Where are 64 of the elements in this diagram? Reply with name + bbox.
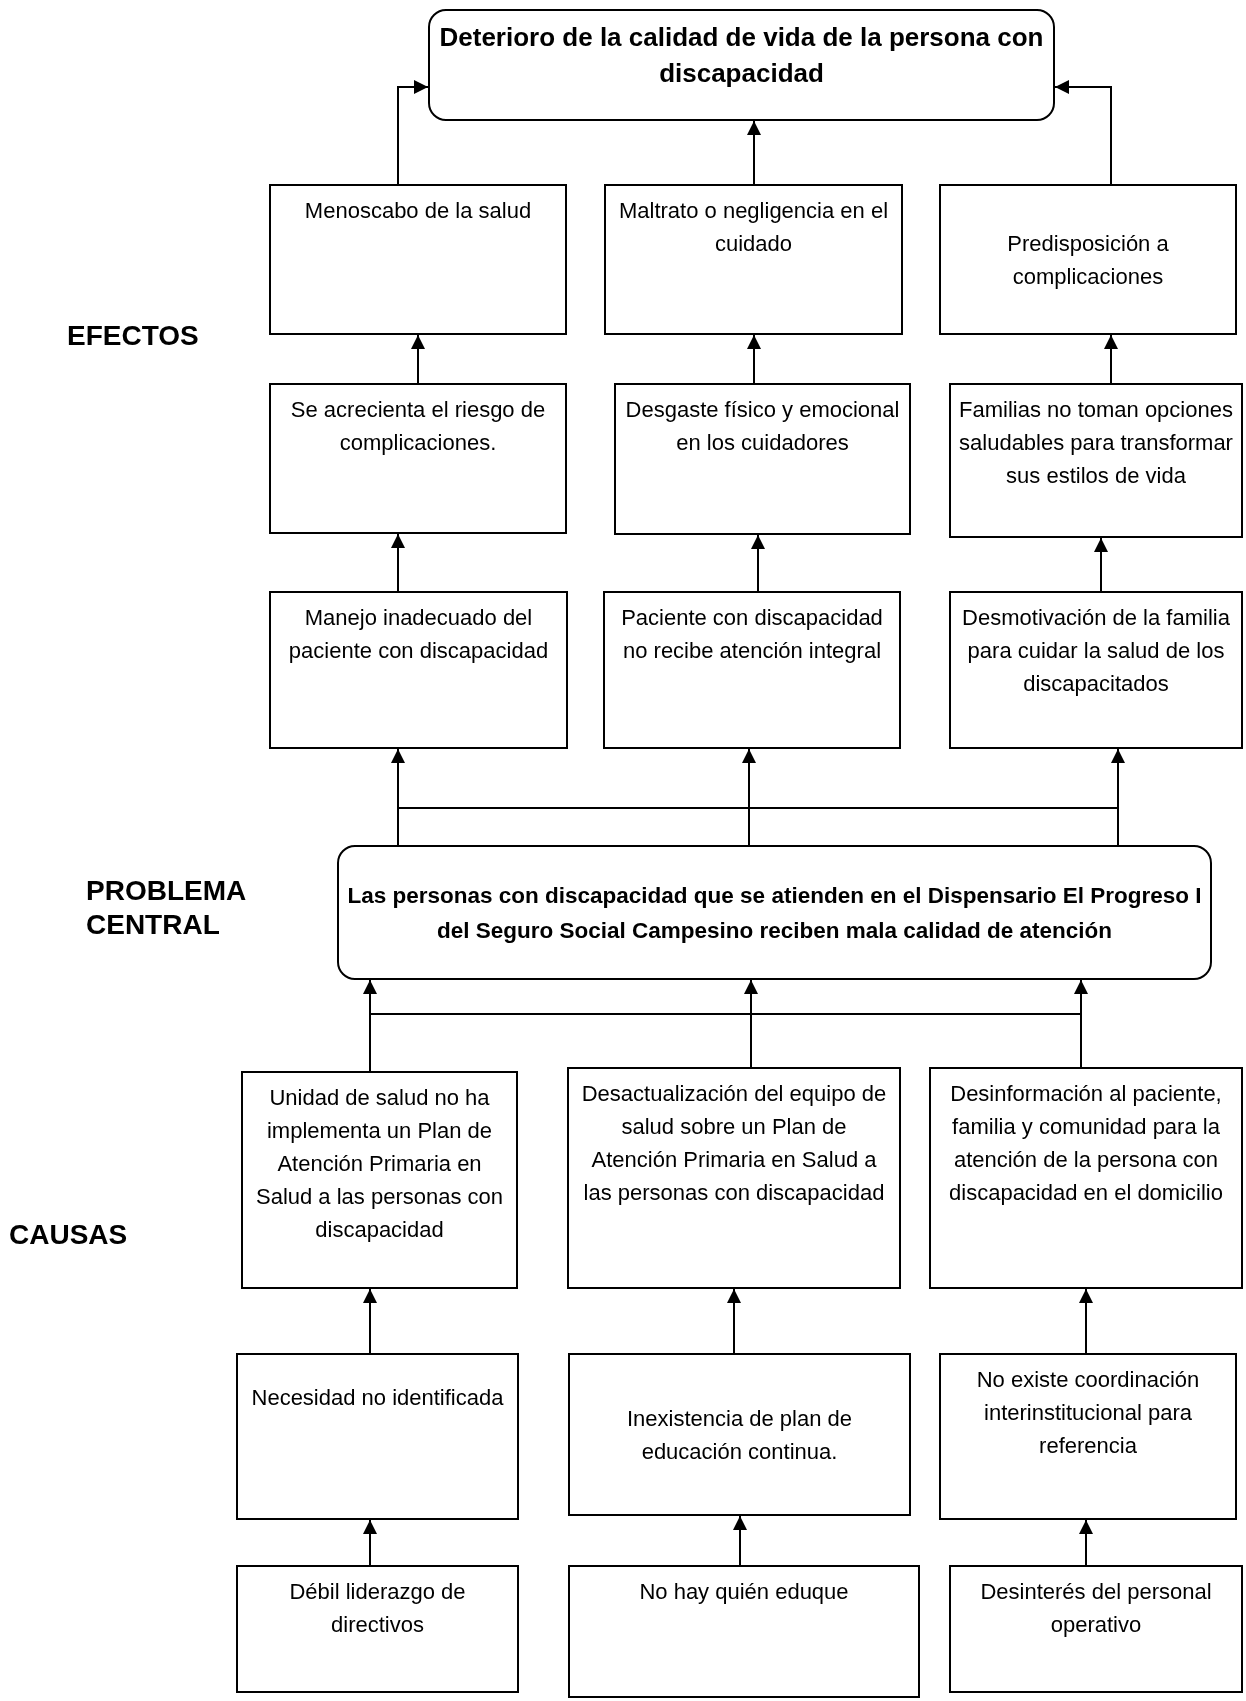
box-text: Desmotivación de la familia para cuidar la salud de los discapacitados <box>961 604 1231 698</box>
text-box <box>269 591 568 749</box>
arrow <box>742 748 756 846</box>
text-box <box>269 184 567 335</box>
text-box <box>567 1067 901 1289</box>
text-box <box>236 1565 519 1693</box>
box-text: Desinformación al paciente, familia y comunidad para la atención de la persona con discapacidad en el domicilio <box>948 1080 1224 1207</box>
text-box <box>949 383 1243 538</box>
arrow <box>411 334 425 384</box>
arrow <box>1094 537 1108 592</box>
text-box <box>949 1565 1243 1693</box>
box-text: Deterioro de la calidad de vida de la persona con discapacidad <box>438 21 1045 90</box>
arrow <box>1079 1288 1093 1354</box>
arrow <box>1074 979 1088 1068</box>
text-box <box>568 1353 911 1516</box>
arrow <box>733 1515 747 1566</box>
box-text: Desgaste físico y emocional en los cuidadores <box>624 396 901 457</box>
arrow <box>1111 748 1125 846</box>
arrow <box>391 748 405 846</box>
text-box <box>604 184 903 335</box>
box-text: Inexistencia de plan de educación continua. <box>625 1404 854 1466</box>
text-box <box>241 1071 518 1289</box>
section-label: CAUSAS <box>9 1218 128 1252</box>
central-problem-box <box>337 845 1212 980</box>
arrow <box>747 120 761 185</box>
arrow <box>363 1519 377 1566</box>
box-text: Paciente con discapacidad no recibe atención integral <box>620 604 884 665</box>
text-box <box>949 591 1243 749</box>
box-text: No existe coordinación interinstitucional para referencia <box>975 1366 1201 1460</box>
arrow <box>751 534 765 592</box>
box-text: Se acrecienta el riesgo de complicaciones. <box>289 396 547 457</box>
box-text: Manejo inadecuado del paciente con discapacidad <box>287 604 550 665</box>
text-box <box>929 1067 1243 1289</box>
box-text: Menoscabo de la salud <box>304 197 532 225</box>
main-effect-box <box>428 9 1055 121</box>
arrow <box>1104 334 1118 384</box>
section-label: PROBLEMA CENTRAL <box>86 874 247 942</box>
text-box <box>236 1353 519 1520</box>
text-box <box>603 591 901 749</box>
arrow <box>363 1288 377 1354</box>
box-text: Predisposición a complicaciones <box>1006 229 1170 291</box>
text-box <box>269 383 567 534</box>
box-text: No hay quién eduque <box>639 1578 849 1606</box>
box-text: Débil liderazgo de directivos <box>288 1578 467 1639</box>
arrow <box>744 979 758 1068</box>
box-text: Unidad de salud no ha implementa un Plan de Atención Primaria en Salud a las personas con discapacidad <box>254 1084 505 1244</box>
box-text: Desactualización del equipo de salud sobre un Plan de Atención Primaria en Salud a las personas con discapacidad <box>580 1080 888 1207</box>
box-text: Necesidad no identificada <box>251 1384 504 1412</box>
section-label: EFECTOS <box>67 319 199 353</box>
arrow <box>1079 1519 1093 1566</box>
arrow <box>747 334 761 384</box>
text-box <box>614 383 911 535</box>
arrow <box>1054 80 1112 185</box>
box-text: Maltrato o negligencia en el cuidado <box>617 197 890 258</box>
arrow <box>397 80 429 185</box>
text-box <box>568 1565 920 1698</box>
box-text: Desinterés del personal operativo <box>979 1578 1213 1639</box>
text-box <box>939 184 1237 335</box>
text-box <box>939 1353 1237 1520</box>
arrow <box>391 533 405 592</box>
box-text: Las personas con discapacidad que se atienden en el Dispensario El Progreso I del Seguro Social Campesino reciben mala calidad de atención <box>347 881 1202 945</box>
box-text: Familias no toman opciones saludables para transformar sus estilos de vida <box>959 396 1233 490</box>
arrow <box>363 979 377 1072</box>
arrow <box>727 1288 741 1354</box>
